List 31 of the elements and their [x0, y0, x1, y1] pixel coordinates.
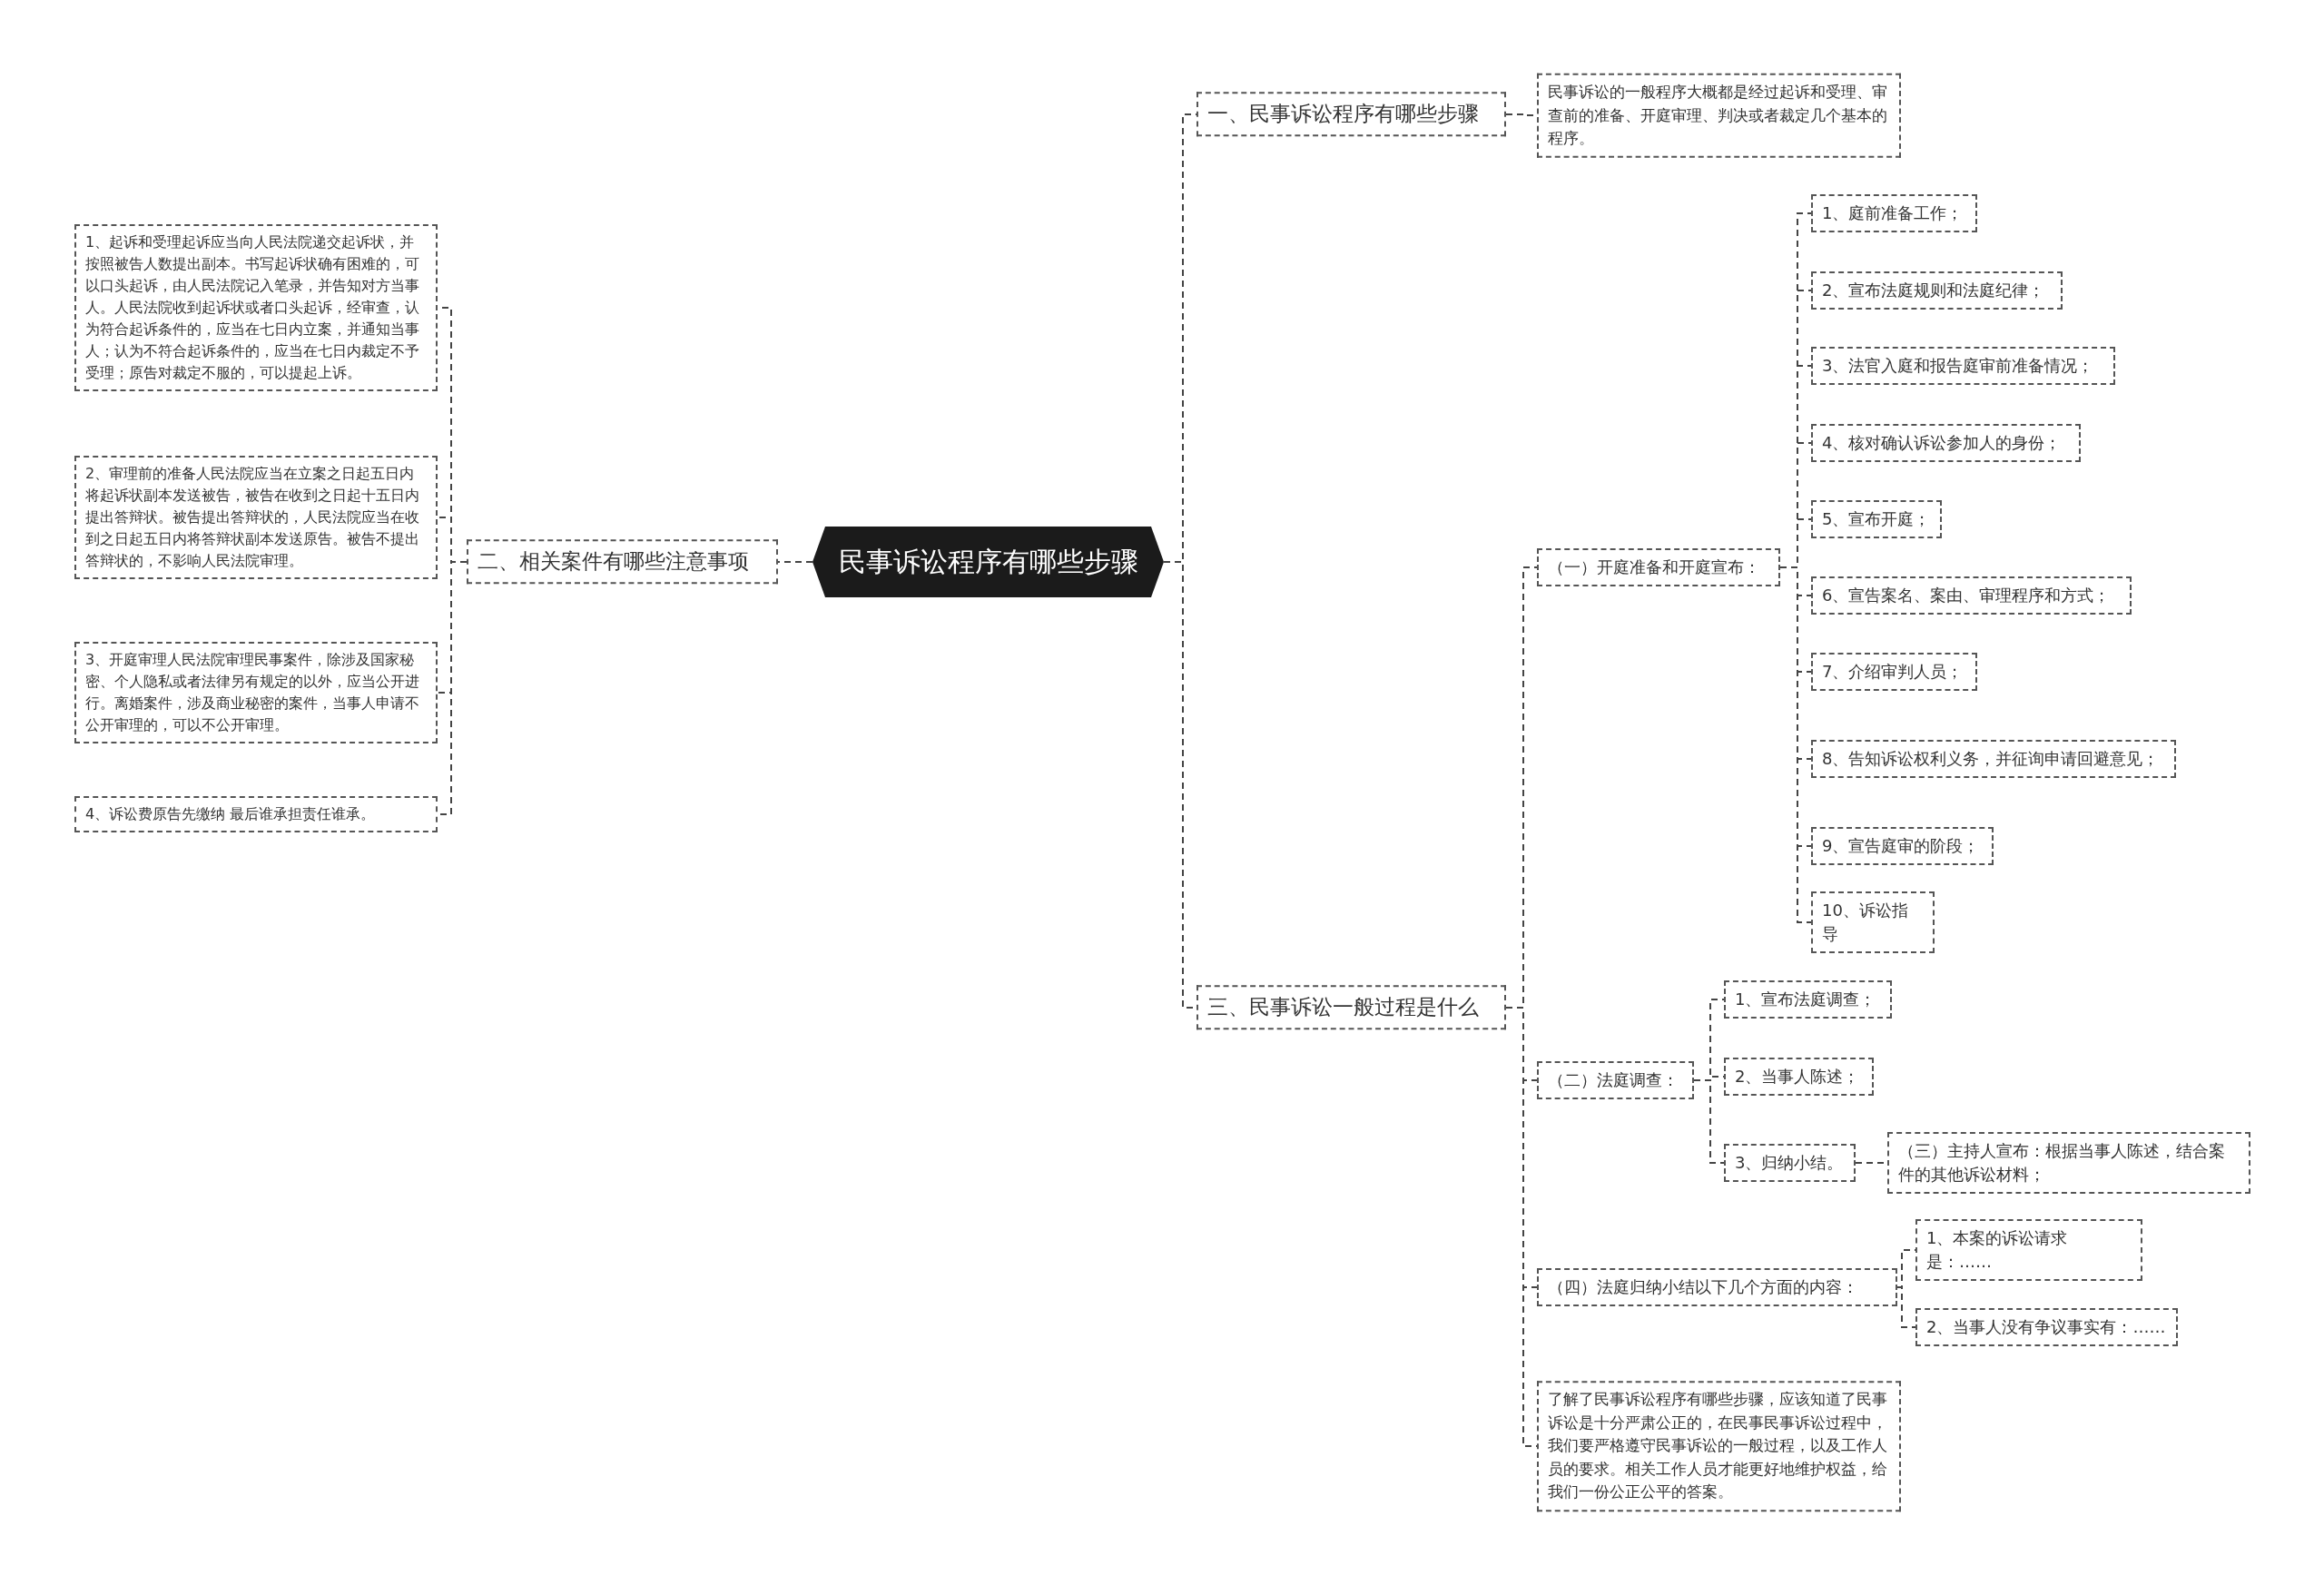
detail-box: 7、介绍审判人员；: [1811, 652, 1977, 692]
connector-line: [777, 561, 813, 563]
detail-box: 6、宣告案名、案由、审理程序和方式；: [1811, 576, 2132, 615]
detail-box: 2、当事人陈述；: [1724, 1057, 1874, 1097]
detail-box: 1、宣布法庭调查；: [1724, 980, 1892, 1019]
detail-box: 3、法官入庭和报告庭审前准备情况；: [1811, 346, 2115, 386]
detail-box: 2、审理前的准备人民法院应当在立案之日起五日内将起诉状副本发送被告，被告在收到之日起十五日内提出答辩状。被告提出答辩状的，人民法院应当在收到之日起五日内将答辩状副本发送原告。被告不提出答辩状的，不影响人民法院审理。: [74, 456, 438, 579]
detail-box: 2、宣布法庭规则和法庭纪律；: [1811, 271, 2063, 310]
detail-box: 4、诉讼费原告先缴纳 最后谁承担责任谁承。: [74, 796, 438, 832]
detail-box: 了解了民事诉讼程序有哪些步骤，应该知道了民事诉讼是十分严肃公正的，在民事民事诉讼过程中，我们要严格遵守民事诉讼的一般过程，以及工作人员的要求。相关工作人员才能更好地维护权益，给我们一份公正公平的答案。: [1537, 1381, 1901, 1511]
detail-box: 3、开庭审理人民法院审理民事案件，除涉及国家秘密、个人隐私或者法律另有规定的以外，应当公开进行。离婚案件，涉及商业秘密的案件，当事人申请不公开审理的，可以不公开审理。: [74, 642, 438, 743]
subtopic-box: （一）开庭准备和开庭宣布：: [1537, 547, 1780, 587]
subtopic-box: （二）法庭调查：: [1537, 1060, 1694, 1100]
connector-line: [1693, 1079, 1725, 1164]
detail-box: 9、宣告庭审的阶段；: [1811, 826, 1994, 866]
detail-box: 8、告知诉讼权利义务，并征询申请回避意见；: [1811, 739, 2176, 779]
detail-box: 1、庭前准备工作；: [1811, 193, 1977, 233]
branch-topic-box: 一、民事诉讼程序有哪些步骤: [1196, 92, 1506, 137]
subtopic-box: （四）法庭归纳小结以下几个方面的内容：: [1537, 1267, 1897, 1307]
detail-box: 3、归纳小结。: [1724, 1143, 1856, 1183]
detail-box: 5、宣布开庭；: [1811, 499, 1942, 539]
detail-box: 1、起诉和受理起诉应当向人民法院递交起诉状，并按照被告人数提出副本。书写起诉状确有困难的，可以口头起诉，由人民法院记入笔录，并告知对方当事人。人民法院收到起诉状或者口头起诉，经审查，认为符合起诉条件的，应当在七日内立案，并通知当事人；认为不符合起诉条件的，应当在七日内裁定不予受理；原告对裁定不服的，可以提起上诉。: [74, 224, 438, 391]
detail-box: 4、核对确认诉讼参加人的身份；: [1811, 423, 2081, 463]
detail-box: 民事诉讼的一般程序大概都是经过起诉和受理、审查前的准备、开庭审理、判决或者裁定几个基本的程序。: [1537, 73, 1901, 158]
branch-topic-box: 二、相关案件有哪些注意事项: [467, 539, 778, 585]
detail-box: 10、诉讼指导: [1811, 891, 1935, 954]
branch-topic-box: 三、民事诉讼一般过程是什么: [1196, 985, 1506, 1030]
detail-box: 2、当事人没有争议事实有：……: [1915, 1307, 2178, 1347]
detail-box: （三）主持人宣布：根据当事人陈述，结合案件的其他诉讼材料；: [1887, 1131, 2250, 1195]
central-topic-box: 民事诉讼程序有哪些步骤: [812, 527, 1164, 597]
detail-box: 1、本案的诉讼请求是：……: [1915, 1218, 2142, 1282]
